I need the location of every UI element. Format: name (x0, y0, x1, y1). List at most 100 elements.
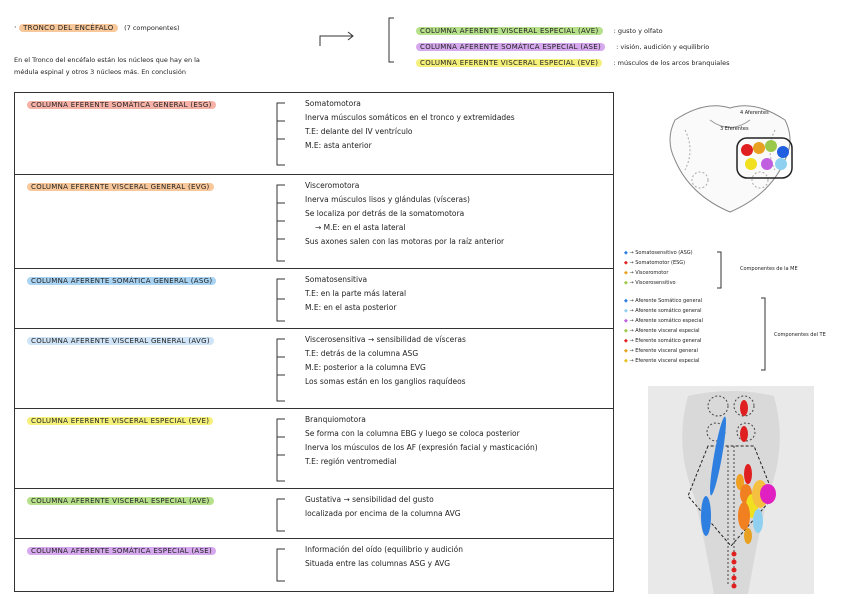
table-row: COLUMNA EFERENTE SOMÁTICA GENERAL (ESG) … (15, 93, 613, 175)
header-line: · TRONCO DEL ENCÉFALO (7 componentes) (14, 23, 180, 32)
legend-item: ◆ → Eferente visceral general (624, 348, 698, 354)
dot-icon: ◆ (624, 298, 628, 304)
bracket-icon (276, 278, 285, 322)
row-label: COLUMNA EFERENTE VISCERAL ESPECIAL (EVE) (27, 417, 214, 425)
brainstem-section-diagram (669, 105, 793, 213)
table-row: COLUMNA AFERENTE SOMÁTICA GENERAL (ASG) … (15, 269, 613, 329)
dot-icon: ◆ (624, 328, 628, 334)
bracket-icon (717, 251, 722, 289)
dot-icon: ◆ (624, 348, 628, 354)
table-row: COLUMNA AFERENTE VISCERAL GENERAL (AVG) … (15, 329, 613, 409)
dot-icon: ◆ (624, 338, 628, 344)
table-row: COLUMNA EFERENTE VISCERAL GENERAL (EVG) … (15, 175, 613, 269)
row-details: Visceromotora Inerva músculos lisos y gl… (305, 179, 504, 249)
row-label: COLUMNA EFERENTE SOMÁTICA GENERAL (ESG) (27, 101, 216, 109)
row-line: → M.E: en el asta lateral (315, 223, 406, 232)
legend-item: ◆ → Eferente visceral especial (624, 358, 700, 364)
row-line: Sus axones salen con las motoras por la … (305, 237, 505, 246)
diagram-label-efferent: 3 Eferentes (720, 126, 749, 132)
row-line: Somatosensitiva (305, 275, 368, 284)
row-line: Se localiza por detrás de la somatomotor… (305, 209, 465, 218)
row-details: Branquiomotora Se forma con la columna E… (305, 413, 538, 469)
row-line: Situada entre las columnas ASG y AVG (305, 559, 451, 568)
row-details: Somatomotora Inerva músculos somáticos e… (305, 97, 515, 153)
row-label: COLUMNA AFERENTE SOMÁTICA GENERAL (ASG) (27, 277, 217, 285)
legend-text: Aferente somático especial (635, 318, 703, 324)
row-details: Viscerosensitiva → sensibilidad de vísce… (305, 333, 466, 389)
dot-icon: ◆ (624, 358, 628, 364)
row-line: Gustativa → sensibilidad del gusto (305, 495, 434, 504)
row-line: Inerva músculos lisos y glándulas (vísce… (305, 195, 470, 204)
special-column-item: COLUMNA EFERENTE VISCERAL ESPECIAL (EVE)… (416, 50, 730, 67)
legend-text: Visceromotor (635, 270, 669, 276)
row-label: COLUMNA AFERENTE VISCERAL GENERAL (AVG) (27, 337, 214, 345)
dot-icon: ◆ (624, 250, 628, 256)
row-line: Visceromotora (305, 181, 360, 190)
row-details: Información del oído (equilibrio y audic… (305, 543, 463, 571)
row-label: COLUMNA AFERENTE VISCERAL ESPECIAL (AVE) (27, 497, 214, 505)
legend-text: Aferente somático general (635, 308, 702, 314)
legend-te-title: Componentes del TE (774, 332, 826, 338)
legend-me: ◆ → Somatosensitivo (ASG) ◆ → Somatomoto… (624, 250, 693, 290)
arrow-icon (319, 31, 354, 46)
row-line: Viscerosensitiva → sensibilidad de vísce… (305, 335, 466, 344)
dot-icon: ◆ (624, 270, 628, 276)
legend-text: Eferente somático general (635, 338, 702, 344)
bracket-icon (276, 418, 285, 482)
special-column-item: COLUMNA AFERENTE SOMÁTICA ESPECIAL (ASE)… (416, 34, 729, 51)
table-row: COLUMNA EFERENTE VISCERAL ESPECIAL (EVE)… (15, 409, 613, 489)
legend-item: ◆ → Eferente somático general (624, 338, 702, 344)
special-column-label: COLUMNA EFERENTE VISCERAL ESPECIAL (EVE) (416, 59, 603, 67)
bracket-icon (276, 548, 285, 582)
row-line: Branquiomotora (305, 415, 366, 424)
bracket-icon (276, 184, 285, 262)
intro-line-2: médula espinal y otros 3 núcleos más. En… (14, 68, 186, 76)
page-subtitle: (7 componentes) (124, 24, 180, 32)
row-label: COLUMNA AFERENTE SOMÁTICA ESPECIAL (ASE) (27, 547, 217, 555)
legend-text: Eferente visceral especial (635, 358, 700, 364)
table-row: COLUMNA AFERENTE VISCERAL ESPECIAL (AVE)… (15, 489, 613, 539)
row-line: Se forma con la columna EBG y luego se c… (305, 429, 520, 438)
row-line: Información del oído (equilibrio y audic… (305, 545, 464, 554)
legend-text: Aferente Somático general (635, 298, 703, 304)
dot-icon: ◆ (624, 318, 628, 324)
diagram-label-afferent: 4 Aferentes (740, 110, 769, 116)
legend-item: ◆ → Aferente Somático general (624, 298, 703, 304)
legend-text: Aferente visceral especial (635, 328, 700, 334)
special-column-desc: : gusto y olfato (613, 27, 663, 35)
page-title: TRONCO DEL ENCÉFALO (19, 24, 118, 32)
row-line: T.E: delante del IV ventrículo (305, 127, 413, 136)
legend-item: ◆ → Somatosensitivo (ASG) (624, 250, 693, 256)
brainstem-nuclei-diagram (682, 391, 780, 594)
row-line: T.E: en la parte más lateral (305, 289, 407, 298)
special-column-item: COLUMNA AFERENTE VISCERAL ESPECIAL (AVE)… (416, 18, 729, 35)
special-columns-list: COLUMNA AFERENTE VISCERAL ESPECIAL (AVE)… (416, 18, 730, 67)
legend-text: Eferente visceral general (635, 348, 698, 354)
row-line: Inerva músculos somáticos en el tronco y… (305, 113, 515, 122)
row-line: Somatomotora (305, 99, 361, 108)
special-column-desc: : músculos de los arcos branquiales (613, 59, 730, 67)
bracket-icon (761, 297, 766, 371)
brainstem-dorsal-image (648, 386, 814, 594)
row-line: T.E: detrás de la columna ASG (305, 349, 419, 358)
legend-text: Viscerosensitivo (635, 280, 676, 286)
table-row: COLUMNA AFERENTE SOMÁTICA ESPECIAL (ASE)… (15, 539, 613, 591)
row-details: Gustativa → sensibilidad del gusto local… (305, 493, 461, 521)
row-line: M.E: en el asta posterior (305, 303, 397, 312)
row-line: M.E: posterior a la columna EVG (305, 363, 426, 372)
row-line: T.E: región ventromedial (305, 457, 397, 466)
row-details: Somatosensitiva T.E: en la parte más lat… (305, 273, 406, 315)
bracket-icon (276, 102, 285, 166)
dot-icon: ◆ (624, 260, 628, 266)
legend-item: ◆ → Aferente somático especial (624, 318, 703, 324)
legend-item: ◆ → Aferente visceral especial (624, 328, 700, 334)
legend-me-title: Componentes de la ME (740, 266, 798, 272)
legend-te: ◆ → Aferente Somático general ◆ → Aferen… (624, 298, 703, 368)
bracket-icon (276, 338, 285, 402)
dot-icon: ◆ (624, 308, 628, 314)
row-line: localizada por encima de la columna AVG (305, 509, 461, 518)
dot-icon: ◆ (624, 280, 628, 286)
legend-item: ◆ → Somatomotor (ESG) (624, 260, 686, 266)
legend-item: ◆ → Viscerosensitivo (624, 280, 676, 286)
intro-line-1: En el Tronco del encéfalo están los núcl… (14, 56, 200, 64)
